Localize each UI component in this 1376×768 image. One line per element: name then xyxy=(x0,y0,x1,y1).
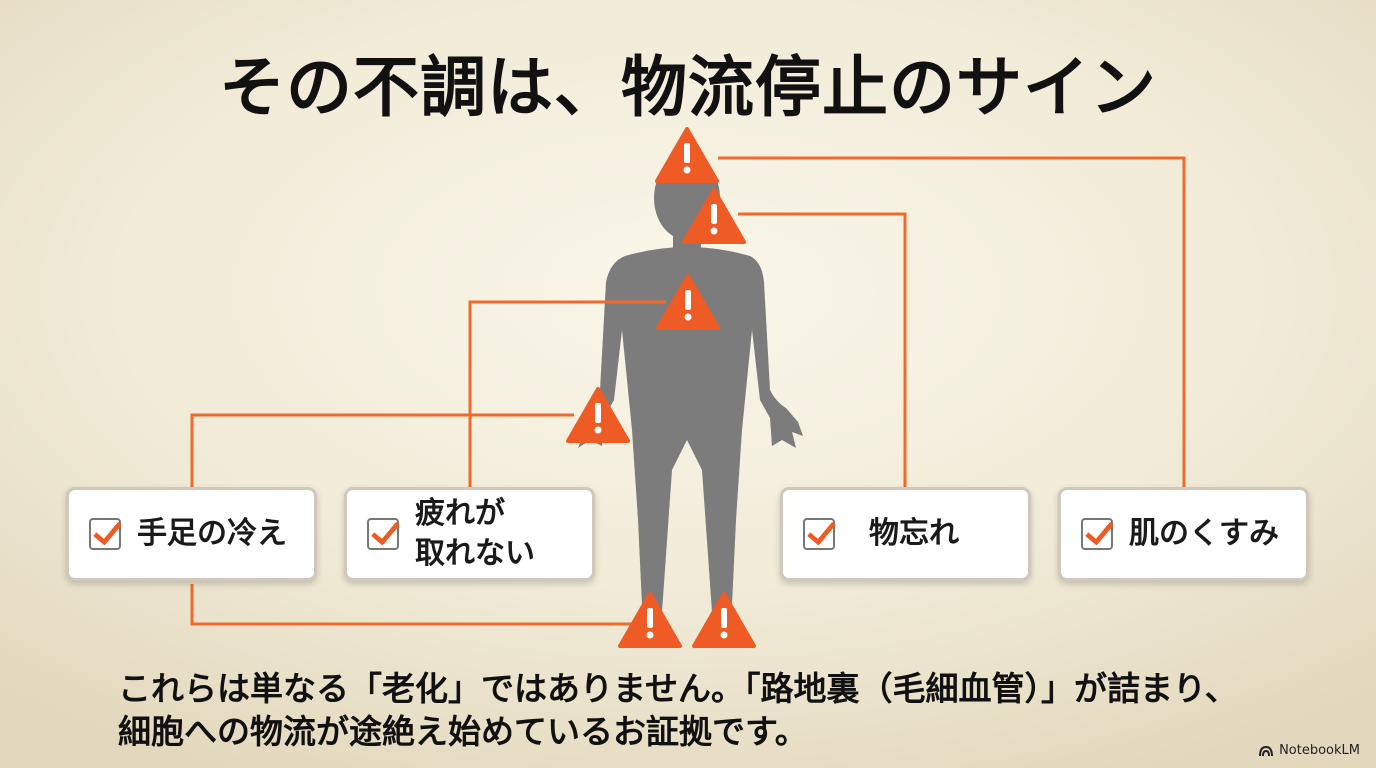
connector-cold xyxy=(190,413,574,487)
symptom-card-skin: 肌のくすみ xyxy=(1058,487,1309,581)
footer-line-1: これらは単なる「老化」ではありません。「路地裏（毛細血管）」が詰まり、 xyxy=(118,669,1238,708)
notebooklm-logo-icon xyxy=(1259,745,1274,756)
connector-fatigue xyxy=(468,300,666,487)
checkbox-checked-icon xyxy=(89,518,121,550)
connector-skin xyxy=(718,156,1186,487)
symptom-label: 物忘れ xyxy=(869,516,959,551)
warning-head-icon xyxy=(655,127,719,183)
connector-lines xyxy=(190,156,1186,626)
checkbox-checked-icon xyxy=(803,518,835,550)
human-silhouette xyxy=(572,156,803,642)
page-title: その不調は、物流停止のサイン xyxy=(219,49,1157,126)
footer-line-2: 細胞への物流が途絶え始めているお証拠です。 xyxy=(118,712,808,751)
symptom-card-cold: 手足の冷え xyxy=(66,487,317,581)
brand-name: NotebookLM xyxy=(1279,743,1360,758)
symptom-card-fatigue: 疲れが 取れない xyxy=(344,487,595,581)
warning-hand-icon xyxy=(566,387,630,443)
warning-right-foot-icon xyxy=(692,592,756,648)
footer-text: これらは単なる「老化」ではありません。「路地裏（毛細血管）」が詰まり、 細胞への… xyxy=(118,667,1318,753)
symptom-card-forget: 物忘れ xyxy=(780,487,1031,581)
warning-left-foot-icon xyxy=(618,592,682,648)
brand-badge: NotebookLM xyxy=(1258,743,1360,758)
warning-markers xyxy=(566,127,756,648)
warning-neck-icon xyxy=(682,188,746,244)
symptom-label: 手足の冷え xyxy=(137,516,287,551)
symptom-label: 疲れが 取れない xyxy=(415,496,535,571)
symptom-label: 肌のくすみ xyxy=(1129,516,1279,551)
connector-cold-feet xyxy=(190,584,640,626)
warning-chest-icon xyxy=(656,274,720,330)
checkbox-checked-icon xyxy=(367,518,399,550)
checkbox-checked-icon xyxy=(1081,518,1113,550)
connector-forget xyxy=(738,212,907,487)
